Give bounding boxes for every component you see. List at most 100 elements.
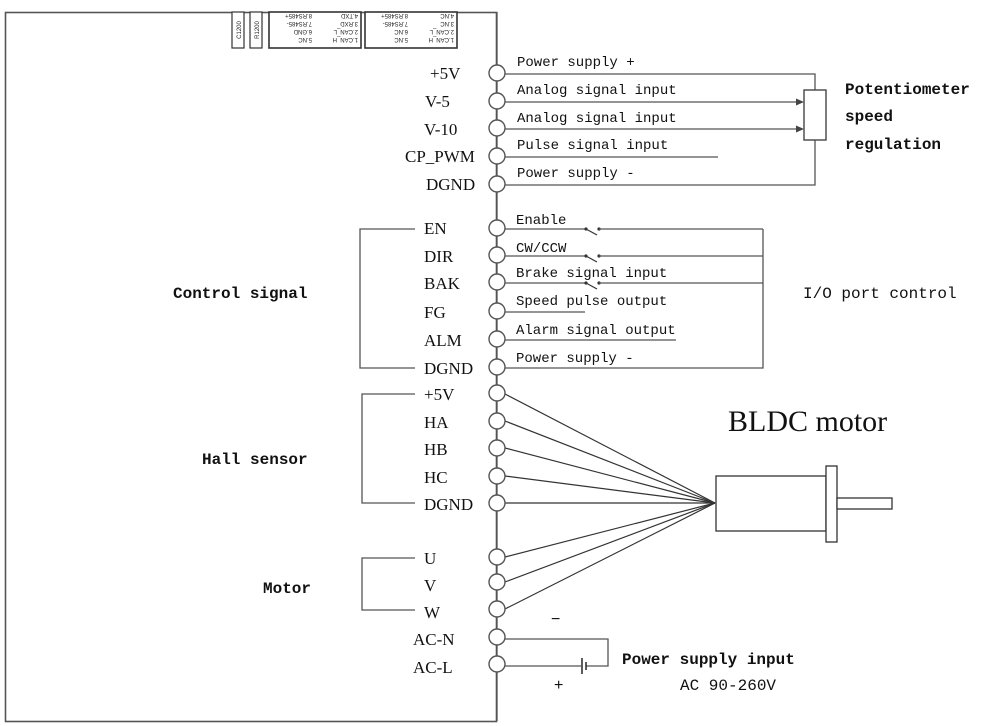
pin-label: CP_PWM: [405, 147, 475, 166]
terminal-screw: [488, 655, 506, 673]
control-bracket: [359, 228, 415, 369]
signal-label: Enable: [516, 213, 566, 229]
harness-wire: [504, 502, 716, 558]
harness-wire: [504, 502, 716, 583]
terminal-screw: [488, 548, 506, 566]
motor-shaft: [836, 497, 893, 510]
terminal-screw: [488, 273, 506, 291]
port-b-pin-label: 4.NC: [440, 12, 454, 18]
terminal-screw: [488, 219, 506, 237]
port-a-pin-label: 1.CAN_H: [333, 36, 358, 42]
port-a-pin-label: 4.TXD: [340, 12, 358, 18]
signal-label: Analog signal input: [517, 83, 677, 99]
pin-label: V: [424, 576, 437, 595]
port-a: [268, 11, 362, 49]
port-a-pin-label: 8.RS485+: [285, 12, 312, 18]
terminal-screw: [488, 467, 506, 485]
pin-label: V-10: [424, 120, 457, 139]
plus-symbol: +: [554, 677, 563, 694]
motor-terminals: Motor U V W: [263, 549, 441, 622]
signal-label: CW/CCW: [516, 241, 567, 257]
signal-label: Power supply -: [516, 351, 634, 367]
port-b-pin-label: 5.NC: [394, 36, 408, 42]
arrow-icon: [796, 125, 804, 133]
switch-icon: [585, 228, 598, 236]
pin-label: AC-L: [413, 658, 453, 677]
terminal-screw: [488, 302, 506, 320]
pin-label: U: [424, 549, 436, 568]
terminal-screw: [488, 246, 506, 264]
harness-wire: [504, 447, 716, 504]
terminal-screw: [488, 573, 506, 591]
terminal-screw: [488, 384, 506, 402]
port-b-pin-label: 8.RS485+: [381, 12, 408, 18]
harness-wire: [504, 420, 716, 504]
terminal-screw: [488, 119, 506, 137]
signal-label: Brake signal input: [516, 266, 667, 282]
jumper-c1200: [231, 11, 245, 49]
potentiometer-label-line3: regulation: [845, 136, 941, 154]
power-supply-input-label: Power supply input: [622, 651, 795, 669]
port-a-pin-label: 6.GND: [293, 28, 312, 34]
jumper-c1200-label: C1200: [237, 21, 243, 39]
port-a-pin-label: 3.RXD: [340, 20, 358, 26]
control-terminals: Control signal EN DIR BAK FG ALM DGND En…: [173, 213, 764, 378]
port-b-pin-label: 3.NC: [440, 20, 454, 26]
switch-icon: [585, 282, 598, 290]
terminal-screw: [488, 494, 506, 512]
terminal-screw: [488, 600, 506, 618]
arrow-icon: [796, 98, 804, 106]
wire-control-gnd-bus: [505, 229, 764, 369]
hall-terminals: Hall sensor +5V HA HB HC DGND: [202, 385, 473, 514]
terminal-screw: [488, 92, 506, 110]
hall-sensor-label: Hall sensor: [202, 451, 308, 469]
port-b-pin-label: 1.CAN_H: [429, 36, 454, 42]
port-a-pin-label: 2.CAN_L: [333, 28, 358, 34]
switch-icon: [585, 255, 598, 263]
pin-label: DGND: [426, 175, 475, 194]
speed-terminals: +5V V-5 V-10 CP_PWM DGND Power supply + …: [405, 55, 827, 194]
harness-wire: [504, 393, 716, 504]
jumper-r1200: [249, 11, 263, 49]
terminal-screw: [488, 147, 506, 165]
motor-group-label: Motor: [263, 580, 311, 598]
signal-label: Analog signal input: [517, 111, 677, 127]
harness-wire: [504, 502, 716, 610]
switch-contact: [584, 281, 588, 285]
terminal-screw: [488, 175, 506, 193]
port-b-pin-label: 2.CAN_L: [429, 28, 454, 34]
potentiometer-label-line1: Potentiometer: [845, 81, 970, 99]
pin-label: AC-N: [413, 630, 455, 649]
pin-label: BAK: [424, 274, 461, 293]
port-b-pin-label: 7.RS485-: [383, 20, 408, 26]
switch-contact: [584, 254, 588, 258]
potentiometer-label-line2: speed: [845, 108, 893, 126]
terminal-screw: [488, 439, 506, 457]
wire-ac-n: [505, 638, 609, 667]
pin-label: FG: [424, 303, 446, 322]
wire-power-minus: [505, 140, 816, 186]
switch-contact: [584, 227, 588, 231]
motor-flange: [825, 465, 838, 543]
signal-label: Speed pulse output: [516, 294, 667, 310]
port-a-pin-label: 5.NC: [298, 36, 312, 42]
pin-label: EN: [424, 219, 447, 238]
port-b: [364, 11, 458, 49]
pin-label: ALM: [424, 331, 462, 350]
pin-label: DGND: [424, 359, 473, 378]
motor-bracket: [361, 557, 415, 611]
bldc-motor-icon: [715, 465, 893, 543]
potentiometer-icon: [803, 89, 827, 141]
terminal-screw: [488, 628, 506, 646]
io-port-control-label: I/O port control: [803, 285, 957, 303]
port-b-pin-label: 6.NC: [394, 28, 408, 34]
pin-label: +5V: [430, 64, 461, 83]
pin-label: W: [424, 603, 441, 622]
pin-label: +5V: [424, 385, 455, 404]
power-terminals: AC-N AC-L − +: [413, 611, 609, 694]
hall-bracket: [361, 393, 415, 504]
driver-enclosure: [4, 11, 498, 723]
pin-label: HC: [424, 468, 448, 487]
signal-label: Power supply -: [517, 166, 635, 182]
